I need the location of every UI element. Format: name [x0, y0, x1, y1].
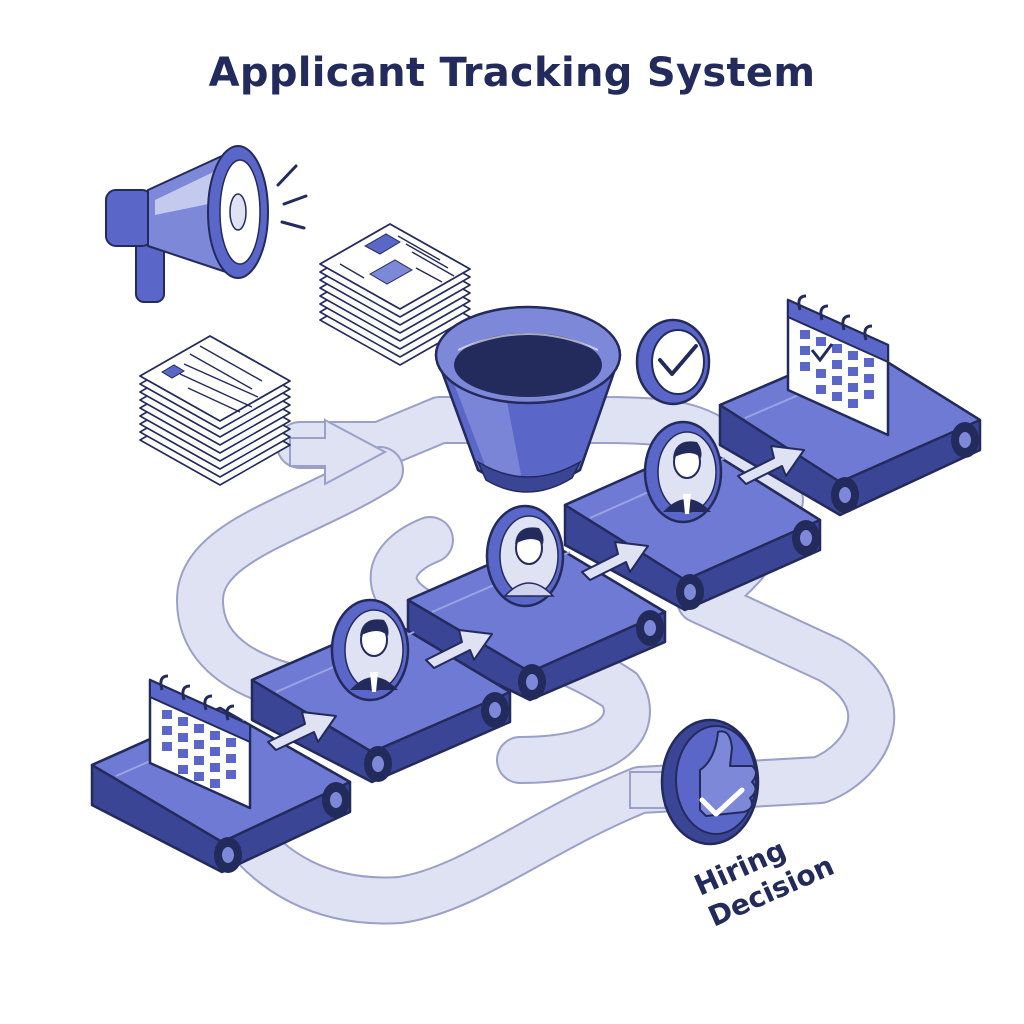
- arrow-icon: [267, 711, 337, 751]
- candidate-avatar-icon: [485, 504, 565, 608]
- megaphone-icon: [105, 145, 308, 303]
- arrow-icon: [425, 629, 493, 669]
- candidate-avatar-icon: [330, 598, 410, 702]
- calendar-icon: [786, 294, 890, 437]
- conveyor-station-3: [406, 538, 667, 702]
- checkmark-badge-icon: [635, 318, 711, 406]
- calendar-icon: [148, 674, 252, 810]
- resume-stack-icon: [319, 223, 471, 366]
- arrow-icon: [581, 541, 649, 581]
- candidate-avatar-icon: [643, 420, 723, 524]
- funnel-icon: [434, 305, 622, 493]
- arrow-icon: [737, 445, 805, 485]
- document-stack-icon: [139, 335, 291, 486]
- entry-arrow-icon: [289, 418, 388, 486]
- diagram-title: Applicant Tracking System: [208, 50, 816, 96]
- thumbs-up-icon: [629, 718, 760, 846]
